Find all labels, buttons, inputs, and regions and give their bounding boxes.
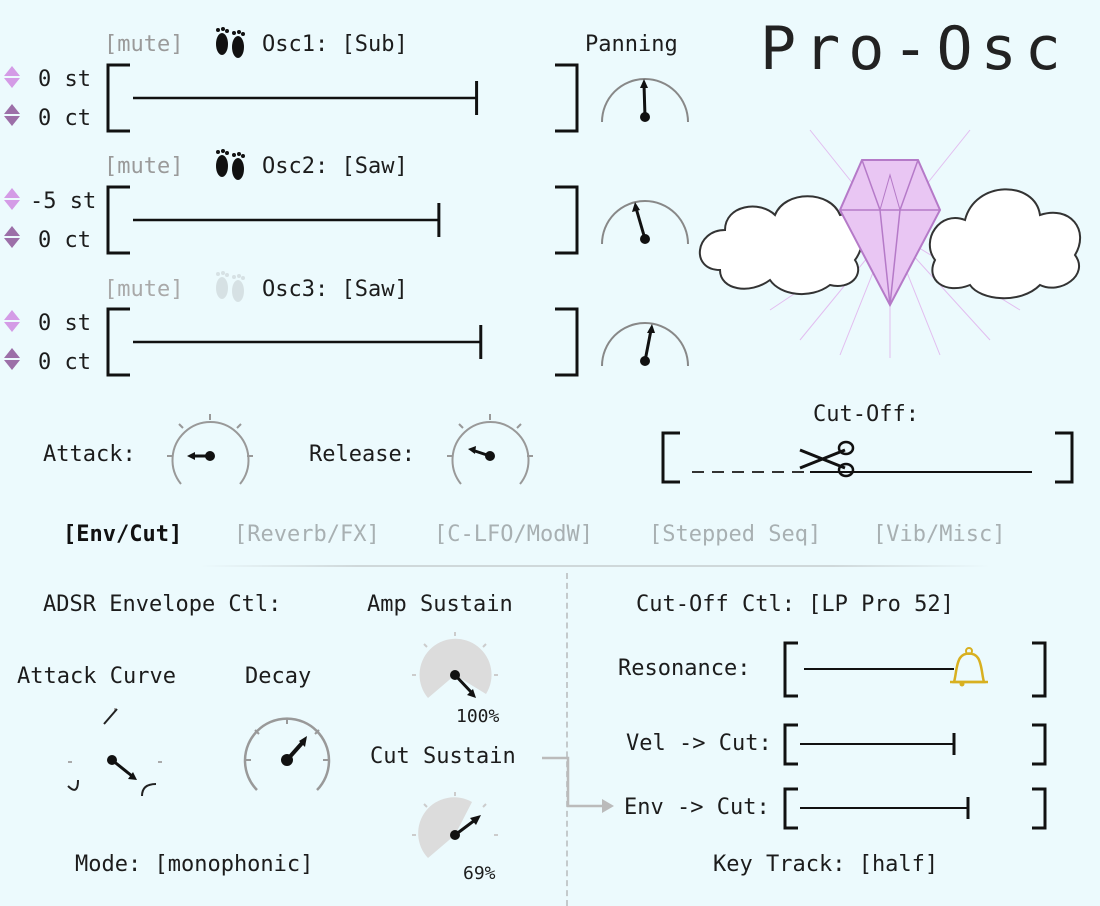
logo-clouds-crystal: [698, 129, 1081, 358]
osc3-pan-knob[interactable]: [595, 314, 695, 374]
osc3-cents-value: 0 ct: [38, 350, 91, 375]
osc3-cents-up-icon[interactable]: [4, 348, 20, 358]
tab-reverb-fx[interactable]: [Reverb/FX]: [234, 522, 380, 547]
osc3-semitone-down-icon[interactable]: [4, 322, 20, 332]
env-cut-label: Env -> Cut:: [624, 795, 770, 820]
scissors-icon[interactable]: [799, 440, 855, 478]
cut-sustain-knob[interactable]: [410, 790, 500, 870]
resonance-label: Resonance:: [618, 656, 751, 681]
tab-stepped-seq[interactable]: [Stepped Seq]: [649, 522, 822, 547]
attack-label: Attack:: [43, 442, 136, 467]
decay-knob[interactable]: [239, 712, 335, 798]
osc1-mute-button[interactable]: [mute]: [104, 32, 184, 57]
osc2-name: Osc2: [Saw]: [262, 154, 408, 179]
footprints-icon[interactable]: [210, 268, 250, 304]
osc2-pan-knob[interactable]: [595, 192, 695, 252]
section-divider: [566, 573, 568, 906]
key-track-label[interactable]: Key Track: [half]: [713, 852, 939, 877]
cutoff-label: Cut-Off:: [813, 402, 919, 427]
release-knob[interactable]: [443, 412, 538, 492]
osc1-level-slider[interactable]: [105, 62, 580, 134]
cut-sustain-routing-arrow: [542, 756, 614, 813]
osc2-cents-value: 0 ct: [38, 228, 91, 253]
bell-icon[interactable]: [950, 647, 988, 687]
osc2-semitone-up-icon[interactable]: [4, 188, 20, 198]
footprints-icon[interactable]: [210, 24, 250, 60]
amp-sustain-value: 100%: [456, 706, 500, 727]
cutoff-ctl-heading[interactable]: Cut-Off Ctl: [LP Pro 52]: [636, 592, 954, 617]
attack-knob[interactable]: [163, 412, 258, 492]
footprints-icon[interactable]: [210, 146, 250, 182]
osc1-cents-value: 0 ct: [38, 106, 91, 131]
vel-cut-slider[interactable]: [782, 722, 1050, 768]
cutoff-slider[interactable]: [660, 430, 1078, 486]
osc3-cents-down-icon[interactable]: [4, 360, 20, 370]
cut-sustain-value: 69%: [463, 863, 496, 884]
decay-label: Decay: [245, 664, 312, 689]
attack-curve-knob[interactable]: [60, 700, 170, 810]
osc1-cents-down-icon[interactable]: [4, 116, 20, 126]
env-cut-slider[interactable]: [782, 786, 1050, 832]
osc3-name: Osc3: [Saw]: [262, 277, 408, 302]
osc3-mute-button[interactable]: [mute]: [104, 277, 184, 302]
osc3-semitone-up-icon[interactable]: [4, 310, 20, 320]
osc1-semitone-down-icon[interactable]: [4, 78, 20, 88]
tab-vib-misc[interactable]: [Vib/Misc]: [873, 522, 1006, 547]
tab-c-lfo-modw[interactable]: [C-LFO/ModW]: [434, 522, 593, 547]
osc2-mute-button[interactable]: [mute]: [104, 154, 184, 179]
osc2-semitone-down-icon[interactable]: [4, 200, 20, 210]
cut-sustain-label: Cut Sustain: [370, 744, 516, 769]
tab-env-cut[interactable]: [Env/Cut]: [63, 522, 183, 547]
panning-label: Panning: [585, 32, 678, 57]
attack-curve-label: Attack Curve: [17, 664, 176, 689]
osc2-cents-up-icon[interactable]: [4, 226, 20, 236]
amp-sustain-knob[interactable]: [410, 630, 500, 710]
osc3-level-slider[interactable]: [105, 306, 580, 378]
osc3-semitone-value: 0 st: [38, 311, 91, 336]
osc2-semitone-value: -5 st: [30, 189, 97, 214]
amp-sustain-label: Amp Sustain: [367, 592, 513, 617]
tab-underline: [200, 565, 990, 567]
osc1-pan-knob[interactable]: [595, 70, 695, 130]
app-title: Pro-Osc: [760, 14, 1069, 84]
release-label: Release:: [309, 442, 415, 467]
resonance-slider[interactable]: [782, 640, 1050, 700]
osc1-semitone-up-icon[interactable]: [4, 66, 20, 76]
osc1-semitone-value: 0 st: [38, 67, 91, 92]
osc1-cents-up-icon[interactable]: [4, 104, 20, 114]
adsr-heading: ADSR Envelope Ctl:: [43, 592, 282, 617]
mode-label[interactable]: Mode: [monophonic]: [75, 852, 314, 877]
osc1-name: Osc1: [Sub]: [262, 32, 408, 57]
vel-cut-label: Vel -> Cut:: [626, 731, 772, 756]
osc2-level-slider[interactable]: [105, 184, 580, 256]
osc2-cents-down-icon[interactable]: [4, 238, 20, 248]
